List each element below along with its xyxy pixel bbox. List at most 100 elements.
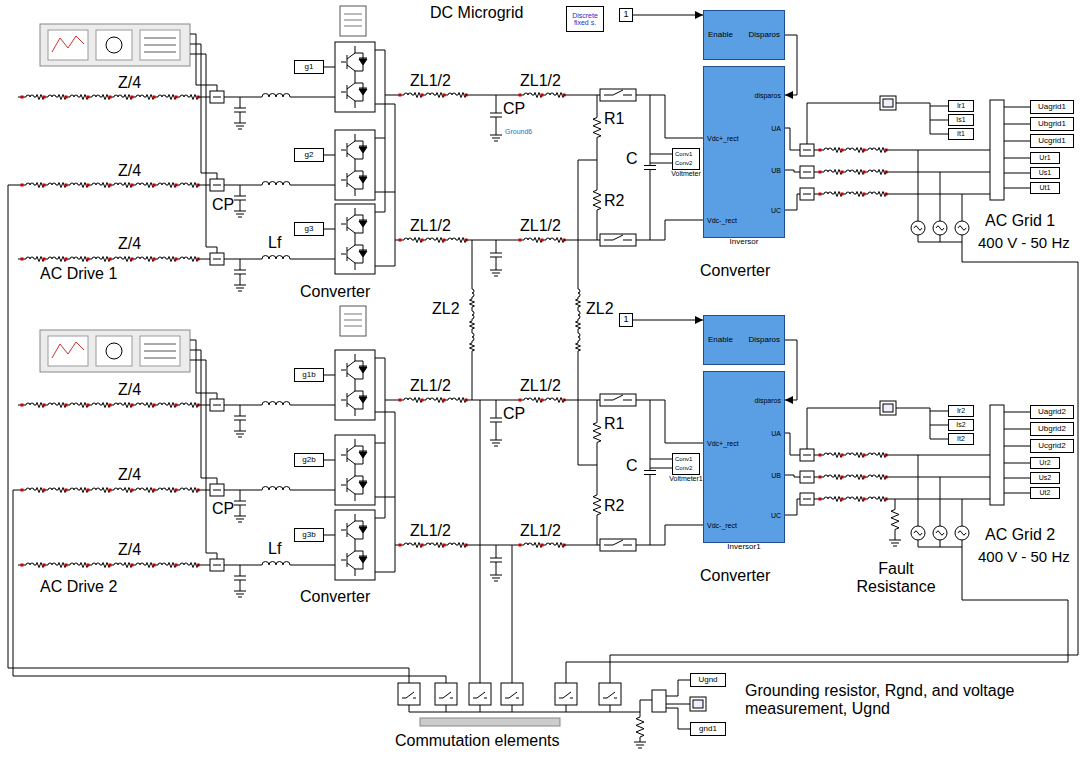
goto-tag: Ubgrid2 — [1030, 422, 1074, 436]
wire — [785, 433, 800, 455]
machine-icon — [48, 30, 88, 60]
machine-icon-trace — [52, 36, 84, 52]
wire — [814, 455, 820, 456]
label: ZL1/2 — [410, 72, 451, 90]
wire — [198, 259, 210, 260]
goto-tag: g1b — [294, 368, 324, 382]
signal-wire — [190, 34, 217, 91]
port-dot — [109, 184, 111, 186]
signal-wire — [190, 44, 217, 179]
port-dot — [819, 476, 821, 478]
measurement-block — [210, 91, 224, 103]
gate-wire — [324, 460, 335, 461]
port-dot — [863, 171, 865, 173]
port-dot — [153, 258, 155, 260]
wire — [578, 465, 597, 466]
block-text: Discrete fixed s. — [567, 12, 603, 27]
diode-symbol — [359, 367, 367, 373]
wire — [290, 490, 335, 491]
measurement-mark — [213, 565, 221, 566]
leg-wire — [355, 514, 356, 576]
label: R2 — [604, 497, 624, 515]
signal-connector — [785, 35, 797, 95]
wire — [940, 235, 941, 242]
ground-symbol — [234, 123, 246, 129]
voltage-measurement — [652, 690, 666, 712]
wire — [385, 50, 386, 212]
port-dot — [841, 476, 843, 478]
ground-symbol — [234, 516, 246, 522]
label: Converter — [300, 283, 370, 301]
port-dot — [841, 193, 843, 195]
leg-wire — [355, 208, 356, 270]
label: AC Grid 1 — [985, 212, 1055, 230]
port-dot — [863, 498, 865, 500]
measurement-block — [210, 179, 224, 191]
port-dot — [65, 564, 67, 566]
goto-tag: Us1 — [1030, 167, 1060, 179]
igbt-leg — [335, 130, 375, 200]
block-text: UB — [771, 472, 781, 479]
diode-wire — [355, 83, 367, 101]
source-wave — [936, 531, 944, 535]
block-text: Voltmeter — [643, 170, 729, 177]
impedance-chain — [22, 183, 198, 188]
scope-screen — [693, 700, 703, 708]
capacitor-symbol — [234, 490, 246, 516]
machine-icon — [96, 336, 132, 366]
block-text: Ir1 — [957, 102, 965, 109]
wire — [409, 705, 410, 712]
igbt-symbol — [341, 245, 355, 263]
wire — [814, 194, 820, 195]
port-dot — [421, 94, 423, 96]
block-text: Conv1 — [675, 151, 692, 157]
wire — [785, 170, 800, 172]
label: CP — [212, 196, 234, 214]
impedance-chain — [520, 543, 564, 548]
block-text: UC — [771, 512, 781, 519]
port-dot — [109, 96, 111, 98]
label: 400 V - 50 Hz — [978, 548, 1070, 565]
capacitor-symbol — [490, 95, 502, 135]
signal-connector — [785, 340, 797, 400]
wire — [940, 477, 941, 526]
wire — [886, 172, 990, 173]
block-text: g2b — [302, 456, 315, 464]
wire — [224, 97, 262, 98]
goto-tag: Ugnd — [690, 673, 726, 687]
port-dot — [175, 489, 177, 491]
wire — [375, 443, 385, 444]
signal-wire — [1004, 429, 1030, 430]
impedance-chain — [820, 170, 886, 175]
port-dot — [21, 564, 23, 566]
goto-tag: Ir1 — [948, 100, 974, 112]
signal-wire — [1004, 124, 1030, 125]
port-dot — [43, 404, 45, 406]
measurement-mark — [213, 259, 221, 260]
signal-wire — [1004, 446, 1030, 447]
diode-symbol — [359, 89, 367, 95]
voltage-source — [955, 221, 969, 235]
port-dot — [43, 258, 45, 260]
port-dot — [109, 489, 111, 491]
port-dot — [109, 258, 111, 260]
diode-wire — [355, 446, 367, 464]
signal-wire — [666, 708, 690, 729]
diode-symbol — [359, 482, 367, 488]
ground-symbol — [490, 135, 502, 141]
scope-block — [880, 96, 896, 110]
wire — [18, 405, 22, 406]
wire — [375, 358, 385, 359]
port-dot — [21, 489, 23, 491]
port-dot — [43, 489, 45, 491]
motor-symbol — [106, 343, 122, 359]
wire — [665, 400, 703, 443]
block-text: Is2 — [956, 421, 965, 428]
block-text: 1 — [623, 315, 628, 324]
pulse-generator-block: EnableDisparos — [703, 10, 785, 60]
block-text: UC — [771, 207, 781, 214]
port-dot — [109, 404, 111, 406]
wire — [785, 194, 800, 210]
port-dot — [541, 399, 543, 401]
port-dot — [519, 239, 521, 241]
